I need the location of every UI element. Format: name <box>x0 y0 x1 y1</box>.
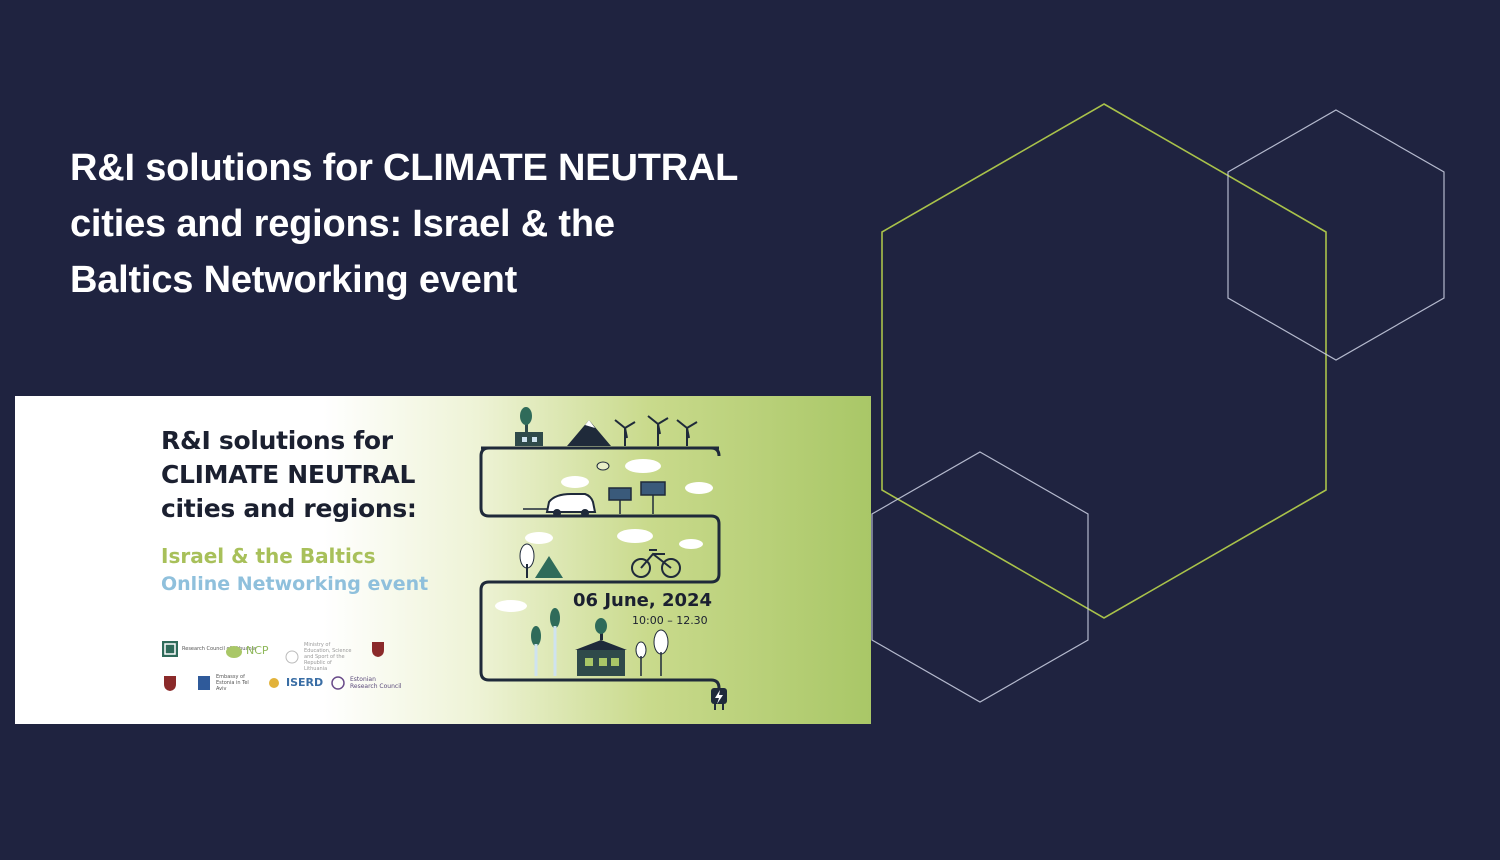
small-white-hexagon-top <box>1227 109 1445 361</box>
banner-text-block: R&I solutions for CLIMATE NEUTRAL cities… <box>161 424 481 598</box>
tree-icon <box>519 543 563 578</box>
iserd-logo-icon <box>269 678 279 688</box>
event-banner-image: R&I solutions for CLIMATE NEUTRAL cities… <box>15 396 871 724</box>
event-date: 06 June, 2024 <box>573 590 713 611</box>
logo-latvian-embassy <box>369 640 387 658</box>
banner-illustration <box>479 407 727 710</box>
cloud-icon <box>495 600 527 612</box>
logo-label: Ministry of Education, Science and Sport… <box>304 642 352 672</box>
logo-ncp: NCP <box>225 642 269 660</box>
banner-subtitle-countries: Israel & the Baltics <box>161 544 376 568</box>
logo-label: ISERD <box>286 676 324 689</box>
logo-label: Embassy of Estonia in Tel Aviv <box>216 674 249 692</box>
large-green-hexagon <box>881 103 1327 619</box>
banner-subtitle-event-type: Online Networking event <box>161 573 429 595</box>
logo-embassy-of-estonia: Embassy of Estonia in Tel Aviv <box>195 674 254 692</box>
logo-label: Estonian Research Council <box>350 676 402 690</box>
banner-title: R&I solutions for CLIMATE NEUTRAL cities… <box>161 424 481 526</box>
bird-icon <box>596 461 610 471</box>
electric-car-icon <box>523 493 597 517</box>
solar-panel-icon <box>608 481 666 514</box>
slide-title: R&I solutions for CLIMATE NEUTRAL cities… <box>70 140 830 308</box>
ministry-logo-icon <box>285 650 299 664</box>
logo-iserd: ISERD <box>265 674 323 692</box>
banner-title-line-2: CLIMATE NEUTRAL <box>161 460 416 489</box>
mountain-icon <box>567 420 611 446</box>
cloud-icon <box>561 459 713 494</box>
winding-road <box>479 446 721 689</box>
tree-icon <box>531 608 669 676</box>
wind-turbine-icon <box>614 415 698 446</box>
estonia-crest-icon <box>198 676 210 690</box>
estonian-research-council-icon <box>331 676 345 690</box>
coat-of-arms-icon <box>164 676 176 691</box>
bicycle-icon <box>631 549 681 578</box>
logo-label: Research Council of Lithuania <box>182 646 257 652</box>
building-icon <box>575 618 627 676</box>
logo-label: NCP <box>246 644 269 657</box>
partner-logos: Research Council of Lithuania NCP Minist… <box>161 640 421 700</box>
coat-of-arms-icon <box>372 642 384 657</box>
cloud-icon <box>525 529 703 549</box>
ncp-logo-icon <box>226 646 242 658</box>
small-white-hexagon-bottom <box>871 451 1089 703</box>
logo-embassy-of-latvia <box>161 674 179 692</box>
house-icon <box>515 407 543 446</box>
research-council-logo-icon <box>162 641 178 657</box>
logo-ministry: Ministry of Education, Science and Sport… <box>283 642 353 672</box>
event-time: 10:00 – 12.30 <box>632 614 708 627</box>
logo-estonian-research-council: Estonian Research Council <box>329 674 404 692</box>
slide-title-line-1: R&I solutions for CLIMATE NEUTRAL <box>70 147 739 189</box>
logo-research-council-of-lithuania: Research Council of Lithuania <box>161 640 256 658</box>
charging-plug-icon <box>711 688 727 710</box>
slide-title-line-3: Baltics Networking event <box>70 259 518 301</box>
banner-title-line-1: R&I solutions for <box>161 426 393 455</box>
banner-title-line-3: cities and regions: <box>161 494 417 523</box>
slide-title-line-2: cities and regions: Israel & the <box>70 203 615 245</box>
